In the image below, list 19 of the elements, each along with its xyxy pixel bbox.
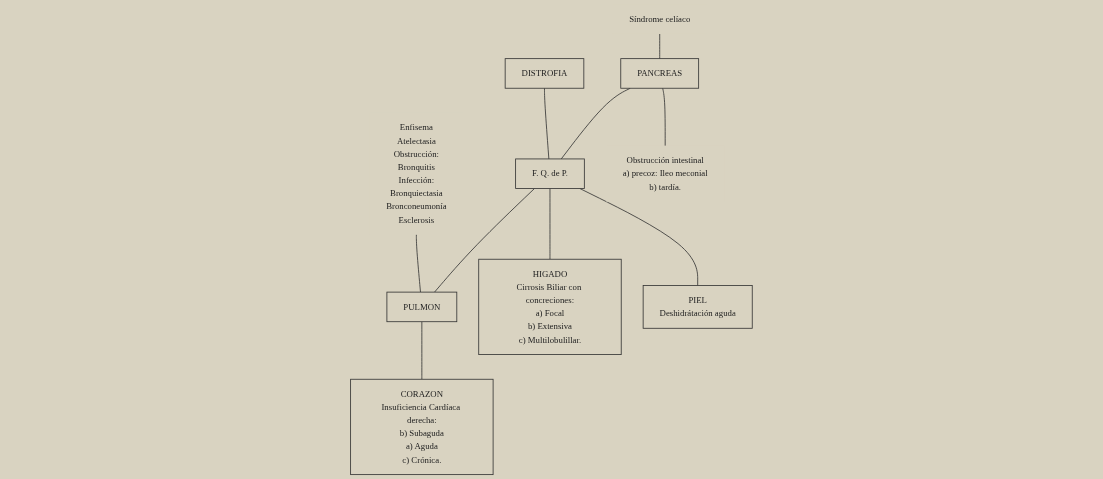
node-box: HIGADO Cirrosis Biliar con concreciones: a) Focal b) Extensiva c) Multilobulillar. — [478, 258, 622, 355]
connector — [549, 188, 551, 260]
node-text: Obstrucción intestinal a) precoz: Ileo meconial b) tardía. — [622, 155, 708, 192]
connector — [416, 234, 421, 293]
node-box: F. Q. de P. — [515, 158, 585, 189]
node-text: Síndrome celíaco — [629, 14, 691, 24]
connector — [662, 87, 666, 147]
connector — [579, 188, 699, 286]
node-box: PANCREAS — [620, 58, 700, 89]
node-box: DISTROFIA — [504, 58, 585, 89]
connector — [560, 87, 631, 160]
connector — [544, 87, 550, 160]
connector — [434, 188, 535, 293]
node-box: PIEL Deshidrátación aguda — [642, 285, 753, 329]
connector — [659, 33, 661, 60]
node-box: CORAZON Insuficiencia Cardíaca derecha: b) Subaguda a) Aguda c) Crónica. — [350, 378, 494, 476]
connector — [421, 321, 423, 380]
node-text: Enfisema Atelectasia Obstrucción: Bronquitis Infección: Bronquiectasia Bronconeumonía Esclerosis — [386, 122, 447, 225]
node-box: PULMON — [386, 291, 458, 323]
